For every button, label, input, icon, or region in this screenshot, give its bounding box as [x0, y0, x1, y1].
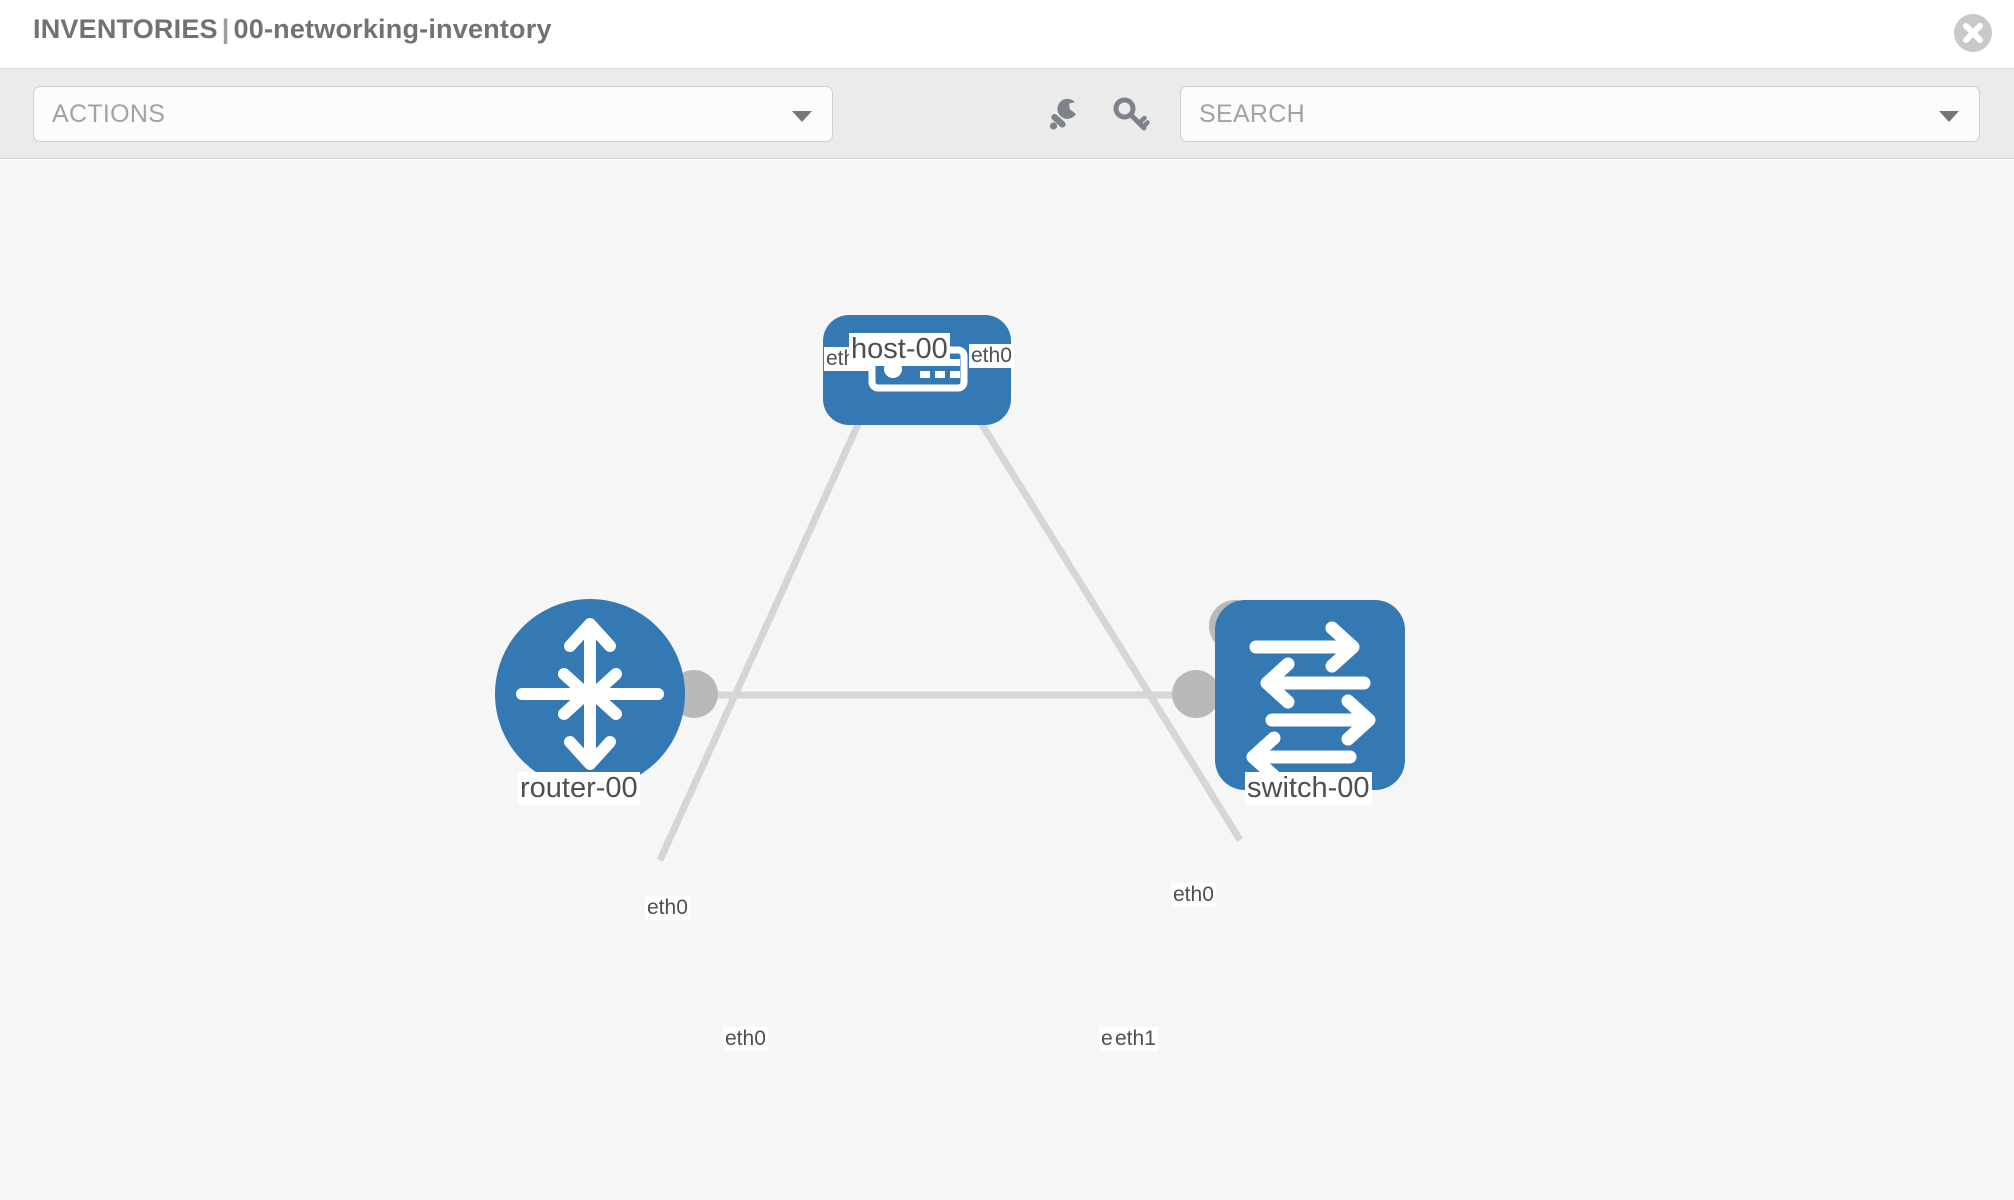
node-switch-00[interactable]: [1215, 600, 1405, 790]
breadcrumb-current: 00-networking-inventory: [233, 14, 552, 44]
breadcrumb-root[interactable]: INVENTORIES: [33, 14, 218, 44]
chevron-down-icon: [792, 111, 812, 122]
wrench-icon-glyph: [1049, 98, 1076, 130]
topology-graph: [495, 315, 1405, 862]
wrench-icon[interactable]: [1041, 91, 1087, 137]
connector-endpoint: [1172, 670, 1220, 718]
breadcrumb: INVENTORIES|00-networking-inventory: [33, 14, 552, 45]
node-label-host-00: host-00: [849, 333, 950, 366]
key-icon-glyph: [1113, 97, 1150, 131]
actions-dropdown-label: ACTIONS: [52, 100, 166, 128]
link-host00-switch00[interactable]: [942, 363, 1243, 842]
iface-label-switch00-eth1: eth1: [1113, 1027, 1158, 1051]
breadcrumb-separator: |: [221, 14, 230, 44]
toolbar: ACTIONS SEARCH: [0, 68, 2014, 159]
link-host00-router00[interactable]: [656, 363, 889, 862]
chevron-down-icon[interactable]: [1939, 111, 1959, 122]
topology-canvas[interactable]: eth0 eth0 eth0 eth0 eth0 eth0 eth1 host-…: [0, 160, 2014, 1200]
close-icon-glyph: [1963, 23, 1983, 43]
iface-label-router00-eth0: eth0: [723, 1027, 768, 1051]
key-icon[interactable]: [1108, 91, 1154, 137]
iface-label-router00-uplink: eth0: [645, 896, 690, 920]
search-input[interactable]: SEARCH: [1180, 86, 1980, 142]
node-router-00[interactable]: [495, 599, 685, 789]
actions-dropdown[interactable]: ACTIONS: [33, 86, 833, 142]
page-header: INVENTORIES|00-networking-inventory: [0, 0, 2014, 68]
iface-label-switch00-uplink: eth0: [1171, 883, 1216, 907]
node-label-switch-00: switch-00: [1245, 772, 1372, 805]
search-placeholder: SEARCH: [1199, 100, 1305, 128]
close-icon[interactable]: [1954, 14, 1992, 52]
iface-label-host00-right: eth0: [969, 344, 1014, 368]
node-label-router-00: router-00: [518, 772, 640, 805]
